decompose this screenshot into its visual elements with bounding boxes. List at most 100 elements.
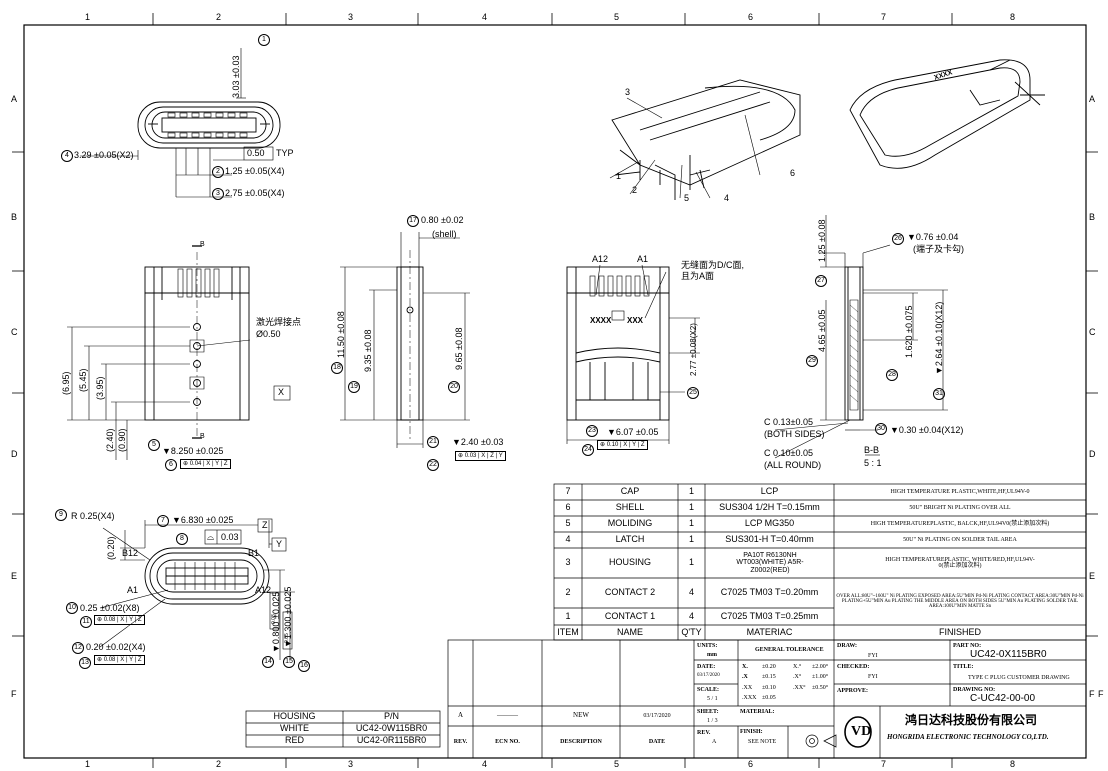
callout-12: 12 bbox=[72, 642, 84, 654]
typ-label: TYP bbox=[276, 148, 294, 158]
callout-15: 15 bbox=[283, 656, 295, 668]
bom-finish: 50U" Ni PLATING ON SOLDER TAIL AREA bbox=[903, 536, 1017, 543]
company-name-cn: 鸿日达科技股份有限公司 bbox=[905, 713, 1038, 727]
tol-cell: .X° bbox=[793, 674, 802, 680]
callout-13: 13 bbox=[79, 657, 91, 669]
callout-25: 25 bbox=[687, 387, 699, 399]
callout-16: 16 bbox=[298, 660, 310, 672]
profile-symbol: ⌓ bbox=[207, 532, 215, 542]
section-scale: 5 : 1 bbox=[864, 458, 882, 468]
rev-ecn: ——— bbox=[497, 711, 518, 720]
callout-5: 5 bbox=[148, 439, 160, 451]
dim-9-35: 9.35 ±0.08 bbox=[363, 329, 373, 372]
bom-header: Q'TY bbox=[681, 626, 702, 637]
title-block-lines bbox=[447, 639, 1087, 759]
dim-2-40: (2.40) bbox=[105, 428, 115, 452]
bom-finish: HIGH TEMPERATUREPLASTIC, WHITE/RED,HF,UL… bbox=[885, 556, 1035, 569]
checked-label: CHECKED: bbox=[837, 664, 870, 670]
bom-material: C7025 TM03 T=0.20mm bbox=[720, 587, 819, 598]
dim-shell: 0.80 ±0.02 bbox=[421, 215, 464, 225]
bom-finish: 50U" BRIGHT Ni PLATING OVER ALL bbox=[909, 504, 1011, 511]
rev-letter: A bbox=[457, 711, 464, 720]
callout-26: 26 bbox=[892, 233, 904, 245]
pin-label-a1: A1 bbox=[637, 254, 649, 264]
callout-19: 19 bbox=[348, 381, 360, 393]
iso-callout: 2 bbox=[632, 185, 638, 195]
bom-name: SHELL bbox=[615, 502, 645, 513]
pin-label-a12: A12 bbox=[592, 254, 609, 264]
company-logo-icon: VD bbox=[851, 724, 872, 739]
column-marker: 4 bbox=[482, 759, 488, 769]
tol-cell: X. bbox=[742, 664, 748, 670]
bom-item: 3 bbox=[565, 557, 571, 568]
laser-note: 激光焊接点 bbox=[256, 317, 302, 327]
side-view-left bbox=[144, 245, 250, 439]
title-label: TITLE: bbox=[953, 664, 974, 670]
iso-view-left bbox=[609, 79, 801, 200]
iso-view-right bbox=[849, 59, 1045, 169]
rev-label: REV. bbox=[697, 730, 711, 736]
dim-pitch: 1.25 ±0.05(X4) bbox=[225, 166, 285, 176]
housing-table-lines bbox=[245, 710, 441, 748]
fcf-11: ⊕ 0.08 | X | Y | Z bbox=[94, 615, 145, 625]
units-label: UNITS: bbox=[697, 643, 718, 649]
row-marker: B bbox=[11, 212, 18, 222]
scale-value: 5 / 1 bbox=[707, 696, 718, 702]
bom-finish: HIGH TEMPERATURE PLASTIC,WHITE,HF,UL94V-… bbox=[890, 488, 1030, 495]
bom-header: FINISHED bbox=[938, 626, 981, 637]
row-marker: D bbox=[1089, 449, 1096, 459]
dim-4-65: 4.65 ±0.05 bbox=[817, 309, 827, 352]
bom-qty: 1 bbox=[688, 518, 694, 529]
dim-8-250: ▼8.250 ±0.025 bbox=[162, 446, 224, 456]
tol-cell: .XXX bbox=[742, 695, 757, 701]
column-marker: 2 bbox=[216, 12, 222, 22]
callout-29: 29 bbox=[806, 355, 818, 367]
column-marker: 5 bbox=[614, 12, 620, 22]
dim-0-76: ▼0.76 ±0.04 bbox=[907, 232, 959, 242]
dim-shell-note: (shell) bbox=[432, 229, 457, 239]
bom-item: 4 bbox=[565, 534, 571, 545]
column-marker: 4 bbox=[482, 12, 488, 22]
iso-callout: 1 bbox=[616, 171, 622, 181]
tol-cell: .XX bbox=[742, 685, 753, 691]
bom-material: LCP bbox=[760, 486, 779, 497]
side-view-center bbox=[396, 250, 424, 440]
callout-24: 24 bbox=[582, 444, 594, 456]
fcf-v2: 0.05 bbox=[284, 633, 290, 643]
callout-27: 27 bbox=[815, 275, 827, 287]
row-marker: E bbox=[1089, 571, 1096, 581]
drawingno-label: DRAWING NO: bbox=[953, 687, 996, 693]
bom-material: PA10T R6130NH WT003(WHITE) A5R-Z0002(RED… bbox=[736, 551, 804, 574]
dim-5-45: (5.45) bbox=[78, 368, 88, 392]
dim-1-25: 1.25 ±0.08 bbox=[817, 219, 827, 262]
column-marker: 8 bbox=[1010, 12, 1016, 22]
dim-c010-note: (ALL ROUND) bbox=[764, 460, 822, 470]
section-mark: B bbox=[200, 241, 205, 248]
column-marker: 1 bbox=[85, 12, 91, 22]
dim-r0-25: R 0.25(X4) bbox=[71, 511, 115, 521]
callout-8: 8 bbox=[176, 533, 188, 545]
bom-item: 1 bbox=[565, 610, 571, 621]
dim-span: 2.75 ±0.05(X4) bbox=[225, 188, 285, 198]
callout-7: 7 bbox=[157, 515, 169, 527]
dim-0-76-note: (端子及卡勾) bbox=[913, 244, 964, 254]
date-value: 03/17/2020 bbox=[697, 673, 720, 678]
iso-callout: 6 bbox=[790, 168, 796, 178]
column-marker: 1 bbox=[85, 759, 91, 769]
dim-c013: C 0.13±0.05 bbox=[764, 417, 813, 427]
housing-color: RED bbox=[284, 735, 304, 746]
draw-label: DRAW: bbox=[837, 643, 858, 649]
rev-value: A bbox=[712, 739, 717, 745]
column-marker: 3 bbox=[348, 759, 354, 769]
scale-label: SCALE: bbox=[697, 687, 720, 693]
tol-cell: .X bbox=[742, 674, 748, 680]
callout-6: 6 bbox=[165, 459, 177, 471]
bom-header: ITEM bbox=[557, 626, 579, 637]
column-marker: 3 bbox=[348, 12, 354, 22]
pin-label-b12: B12 bbox=[122, 548, 139, 558]
dim-width: 3.29 ±0.05(X2) bbox=[74, 150, 134, 160]
housing-color: WHITE bbox=[280, 723, 309, 734]
column-marker: 6 bbox=[748, 759, 754, 769]
callout-22: 22 bbox=[427, 459, 439, 471]
